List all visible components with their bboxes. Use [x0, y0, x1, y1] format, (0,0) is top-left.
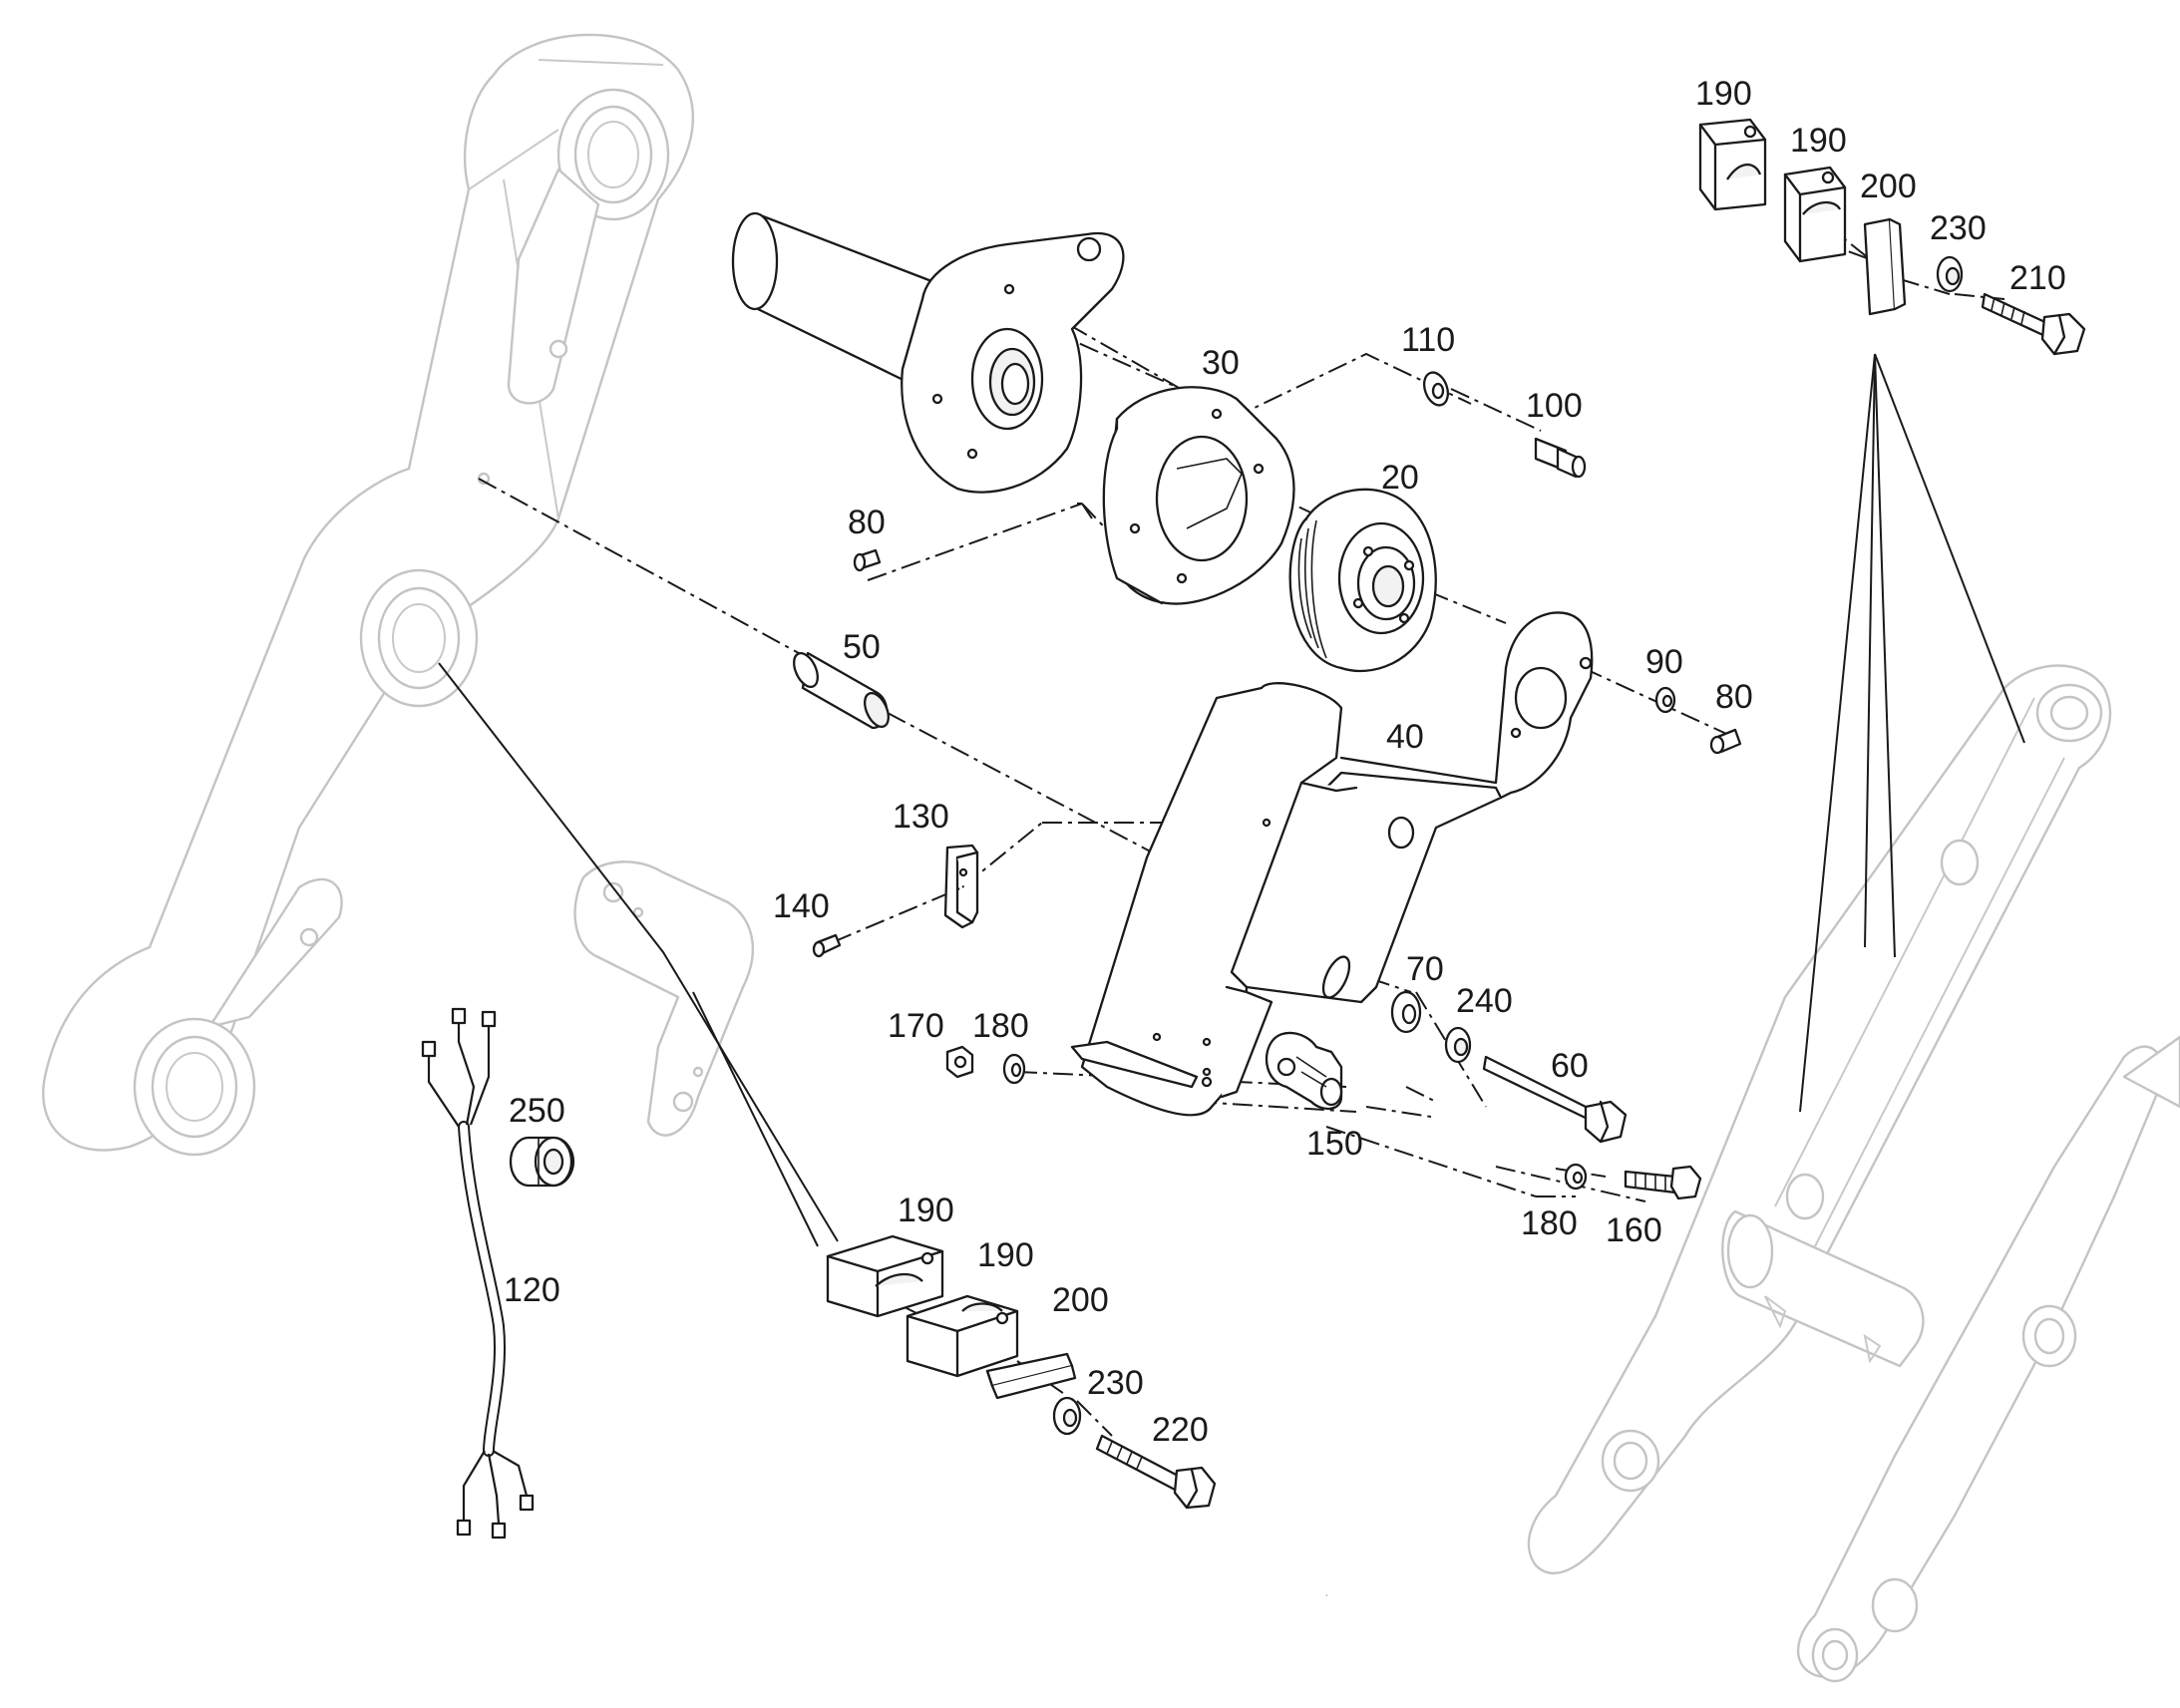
callout-190: 190: [977, 1236, 1034, 1274]
callout-190: 190: [1790, 122, 1847, 160]
clip-bracket: [943, 844, 979, 929]
bolt-220: [1095, 1434, 1217, 1510]
washer-240: [1444, 1026, 1472, 1064]
washer-180-left: [1002, 1053, 1026, 1085]
leader-lines: [438, 353, 2025, 1247]
washer-180-right: [1564, 1163, 1588, 1191]
bolt-210: [1981, 292, 2086, 356]
support-plate: [1070, 611, 1594, 1117]
clamp-halves-190-upper: [1698, 118, 1847, 263]
callout-190: 190: [898, 1192, 954, 1229]
callout-60: 60: [1551, 1047, 1589, 1085]
washer-230-bottom: [1052, 1396, 1082, 1436]
callout-180: 180: [1521, 1204, 1578, 1242]
sensor-bracket-150: [1265, 1031, 1343, 1111]
callout-90: 90: [1645, 643, 1683, 681]
callout-230: 230: [1930, 209, 1987, 247]
callout-200: 200: [1052, 1281, 1109, 1319]
callout-250: 250: [509, 1092, 565, 1130]
callout-110: 110: [1401, 321, 1455, 359]
callout-100: 100: [1526, 387, 1583, 425]
clamp-halves-190-lower: [826, 1234, 1019, 1378]
spacer-sleeve: [793, 651, 890, 730]
callout-220: 220: [1152, 1411, 1209, 1449]
bolt-60: [1482, 1055, 1628, 1144]
washer-70: [1390, 990, 1422, 1034]
mounting-bracket-ghost: [573, 860, 754, 1137]
screw-80-left: [853, 548, 882, 572]
flange-ring: [1102, 386, 1295, 605]
callout-210: 210: [2009, 259, 2066, 297]
callout-140: 140: [773, 887, 830, 925]
loader-frame-ghost: [1527, 664, 2180, 1683]
callout-190: 190: [1695, 75, 1752, 113]
callout-70: 70: [1406, 950, 1444, 988]
washer-230-top: [1936, 255, 1964, 293]
screw-140: [812, 933, 842, 958]
rotary-sensor: [1288, 488, 1437, 673]
callout-80: 80: [1715, 678, 1753, 716]
callout-80: 80: [848, 504, 886, 541]
callout-180: 180: [972, 1007, 1029, 1045]
callout-170: 170: [888, 1007, 944, 1045]
callout-230: 230: [1087, 1364, 1144, 1402]
grommet-250: [509, 1136, 575, 1188]
callout-labels: 190 190 200 230 210 30 110 100 20 80 50 …: [504, 75, 2066, 1449]
linkage-arm-ghost: [42, 33, 694, 1157]
callout-130: 130: [893, 798, 949, 836]
callout-20: 20: [1381, 459, 1419, 497]
callout-200: 200: [1860, 168, 1917, 205]
cap-screw-100: [1534, 437, 1587, 479]
flanged-shaft: [731, 211, 1125, 494]
washer-110: [1422, 371, 1450, 407]
callout-160: 160: [1606, 1211, 1662, 1249]
callout-50: 50: [843, 628, 881, 666]
screw-80-right: [1709, 728, 1742, 755]
bolt-160: [1624, 1165, 1702, 1200]
callout-120: 120: [504, 1271, 560, 1309]
plate-200-upper: [1863, 217, 1907, 316]
callout-150: 150: [1306, 1125, 1363, 1163]
washer-90: [1654, 686, 1676, 714]
callout-40: 40: [1386, 718, 1424, 756]
callout-30: 30: [1202, 344, 1240, 382]
callout-240: 240: [1456, 982, 1513, 1020]
nut-170: [945, 1045, 974, 1079]
plate-200-lower: [985, 1352, 1077, 1400]
cable-harness-120: [421, 1007, 535, 1539]
